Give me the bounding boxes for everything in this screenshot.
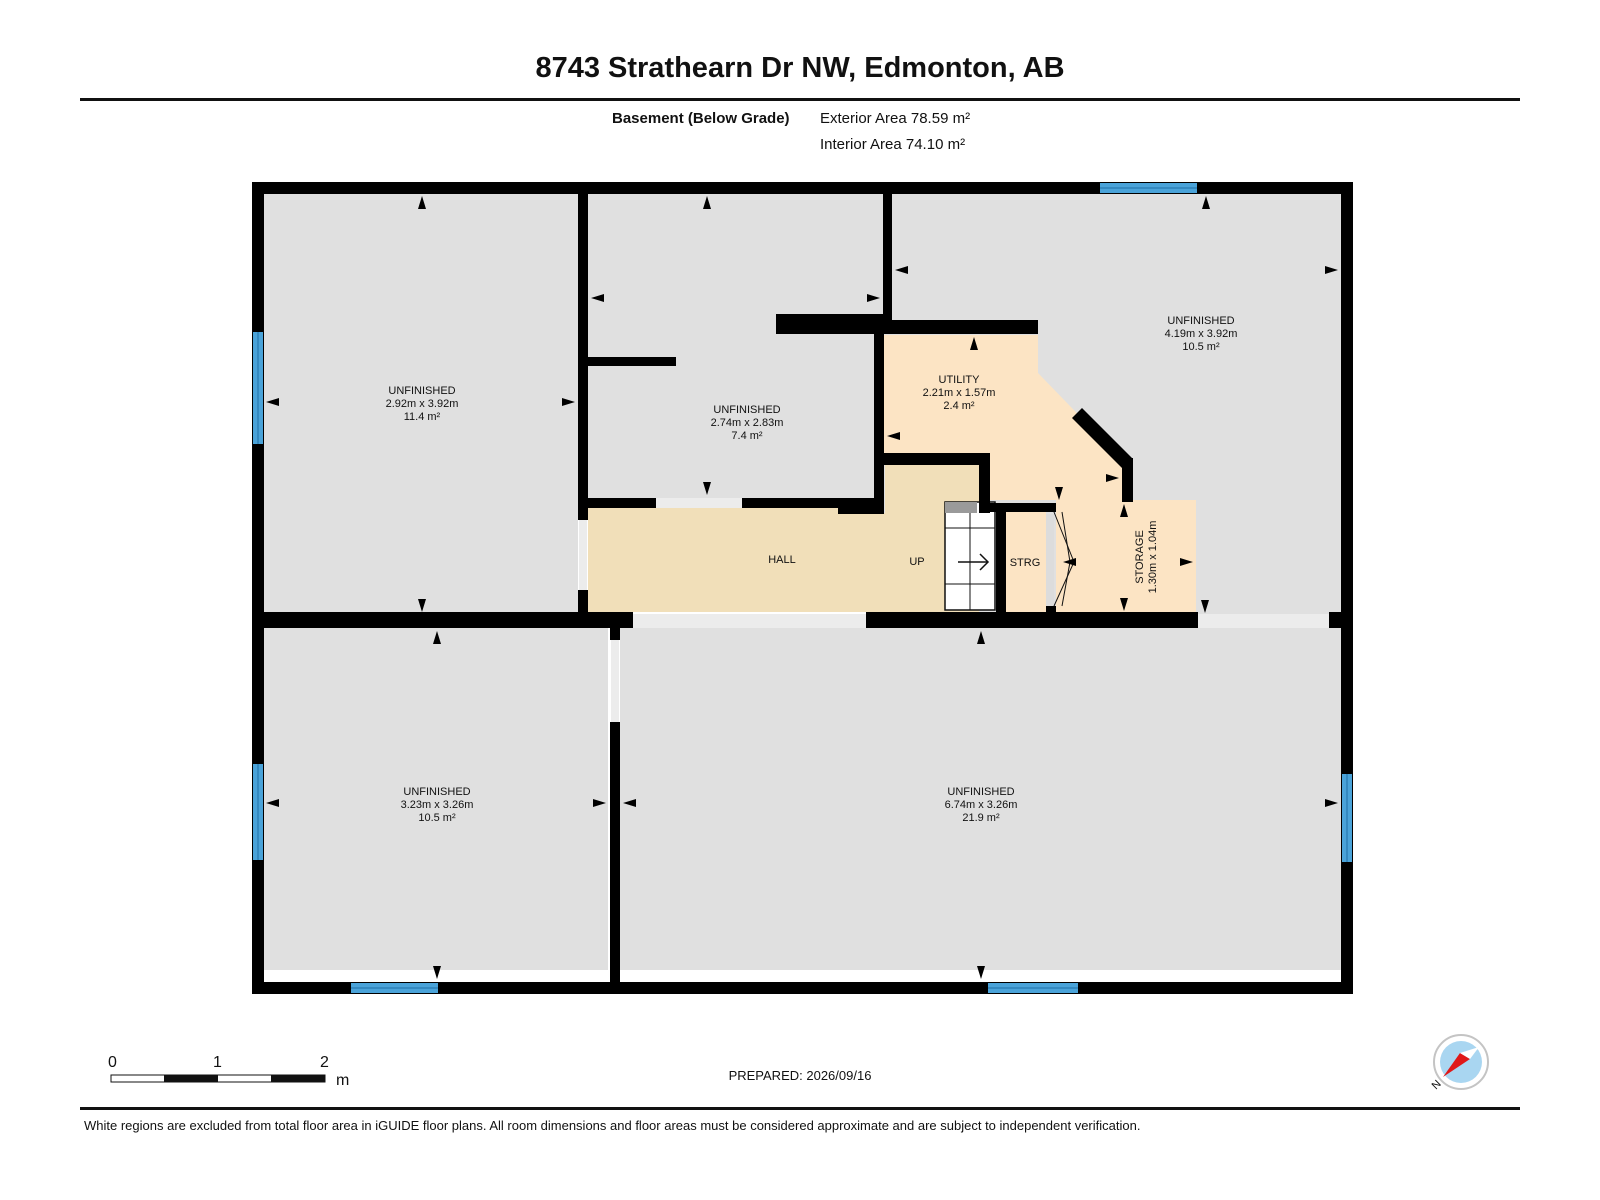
svg-text:21.9 m²: 21.9 m² [962, 812, 1000, 824]
svg-text:UTILITY: UTILITY [939, 374, 981, 386]
room-label-storage: STORAGE 1.30m x 1.04m [1134, 521, 1159, 594]
dimension-markers [266, 196, 1338, 979]
svg-text:3.23m x 3.26m: 3.23m x 3.26m [401, 799, 474, 811]
room-unfinished-4 [258, 628, 608, 970]
room-utility [883, 335, 1130, 500]
svg-text:1.30m x 1.04m: 1.30m x 1.04m [1147, 521, 1159, 594]
header-divider [80, 98, 1520, 101]
svg-text:10.5 m²: 10.5 m² [418, 812, 456, 824]
room-unfinished-2 [588, 188, 883, 500]
room-label-unfinished-3: UNFINISHED 4.19m x 3.92m 10.5 m² [1165, 315, 1238, 353]
scale-label-0: 0 [108, 1054, 117, 1071]
prepared-date: PREPARED: 2026/09/16 [728, 1068, 872, 1083]
svg-text:2.21m x 1.57m: 2.21m x 1.57m [923, 387, 996, 399]
room-label-strg: STRG [1010, 557, 1041, 569]
svg-text:4.19m x 3.92m: 4.19m x 3.92m [1165, 328, 1238, 340]
room-label-unfinished-1: UNFINISHED 2.92m x 3.92m 11.4 m² [386, 385, 459, 423]
svg-text:UNFINISHED: UNFINISHED [713, 404, 780, 416]
svg-text:STORAGE: STORAGE [1134, 530, 1146, 584]
scale-bar [110, 1074, 326, 1083]
room-label-hall: HALL [768, 554, 796, 566]
room-label-unfinished-4: UNFINISHED 3.23m x 3.26m 10.5 m² [401, 786, 474, 824]
svg-text:2.4 m²: 2.4 m² [943, 400, 975, 412]
compass-icon: N [1430, 1034, 1489, 1092]
disclaimer-text: White regions are excluded from total fl… [84, 1118, 1141, 1133]
stair-label-up: UP [909, 556, 924, 568]
svg-text:2.92m x 3.92m: 2.92m x 3.92m [386, 398, 459, 410]
svg-text:UNFINISHED: UNFINISHED [388, 385, 455, 397]
svg-text:10.5 m²: 10.5 m² [1182, 341, 1220, 353]
room-strg [1006, 508, 1046, 612]
room-unfinished-5 [620, 628, 1346, 970]
scale-unit: m [336, 1072, 350, 1089]
interior-area: Interior Area 74.10 m² [820, 136, 966, 153]
plan-title: 8743 Strathearn Dr NW, Edmonton, AB [535, 52, 1065, 84]
scale-label-1: 1 [213, 1054, 222, 1071]
room-label-utility: UTILITY 2.21m x 1.57m 2.4 m² [923, 374, 996, 412]
svg-text:7.4 m²: 7.4 m² [731, 430, 763, 442]
exterior-area: Exterior Area 78.59 m² [820, 110, 971, 127]
svg-text:UNFINISHED: UNFINISHED [947, 786, 1014, 798]
room-label-unfinished-2: UNFINISHED 2.74m x 2.83m 7.4 m² [711, 404, 784, 442]
svg-text:2.74m x 2.83m: 2.74m x 2.83m [711, 417, 784, 429]
floor-label: Basement (Below Grade) [612, 110, 790, 127]
svg-text:UNFINISHED: UNFINISHED [403, 786, 470, 798]
svg-text:11.4 m²: 11.4 m² [404, 411, 441, 423]
svg-text:6.74m x 3.26m: 6.74m x 3.26m [945, 799, 1018, 811]
room-unfinished-1 [258, 188, 578, 620]
footer-divider [80, 1107, 1520, 1110]
svg-text:UNFINISHED: UNFINISHED [1167, 315, 1234, 327]
room-label-unfinished-5: UNFINISHED 6.74m x 3.26m 21.9 m² [945, 786, 1018, 824]
room-storage [1056, 500, 1196, 612]
stair-landing [945, 502, 977, 513]
room-hall [588, 463, 979, 612]
scale-label-2: 2 [320, 1054, 329, 1071]
